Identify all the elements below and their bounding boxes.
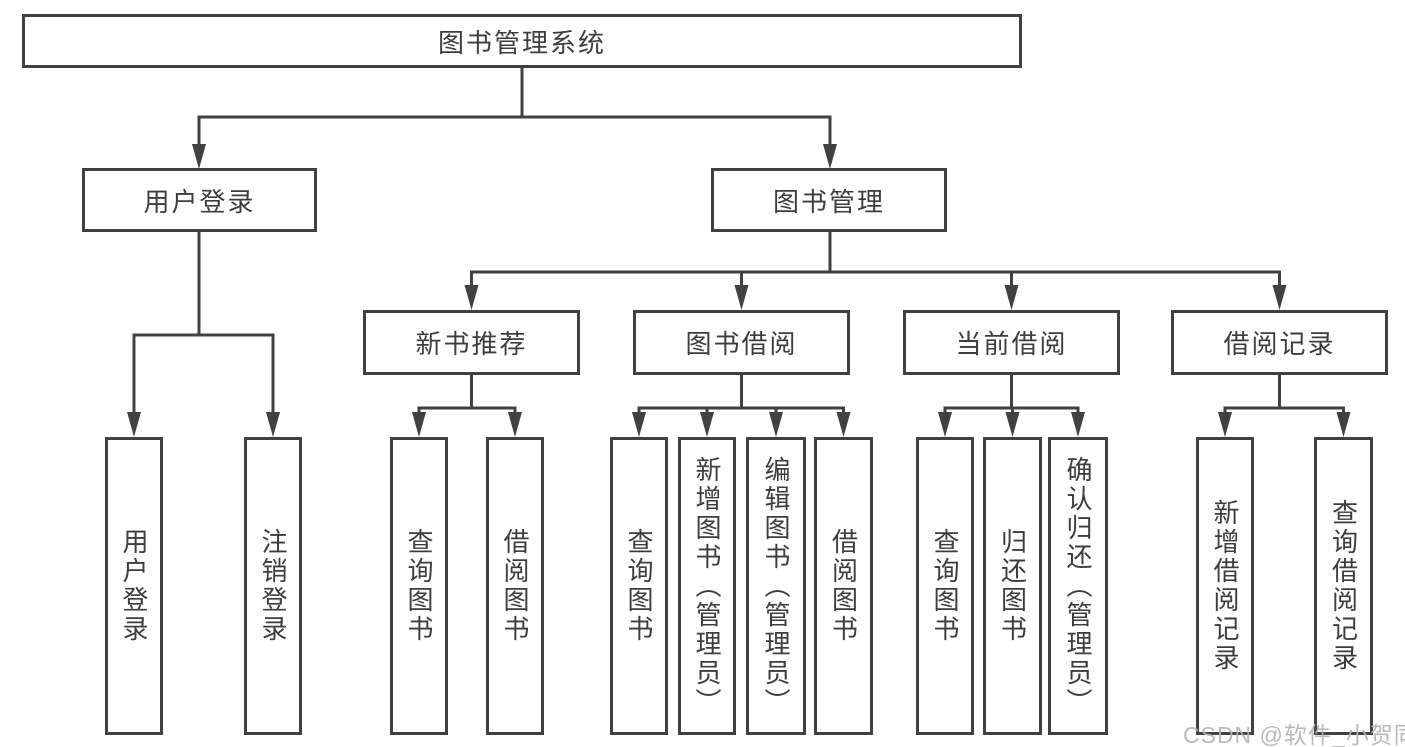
- arrowhead: [938, 412, 952, 437]
- arrowhead: [508, 412, 522, 437]
- leaf-borrow-books-recommend: 借阅图书: [486, 437, 544, 735]
- node-borrowing-records: 借阅记录: [1171, 310, 1388, 375]
- arrowhead: [632, 412, 646, 437]
- node-label: 借阅图书: [828, 528, 859, 644]
- node-library-management-system: 图书管理系统: [22, 14, 1022, 68]
- node-label: 图书借阅: [685, 329, 798, 359]
- node-label: 查询图书: [930, 528, 960, 644]
- node-label: 图书管理系统: [437, 27, 606, 58]
- arrowhead: [1004, 285, 1019, 310]
- node-label: 当前借阅: [955, 329, 1068, 359]
- arrowhead: [700, 412, 714, 437]
- arrowhead: [192, 144, 206, 169]
- arrowhead: [734, 285, 749, 310]
- node-label: 编辑图书（管理员）: [761, 455, 791, 717]
- node-label: 查询借阅记录: [1328, 499, 1359, 673]
- node-label: 新增图书（管理员）: [692, 455, 722, 717]
- leaf-query-borrow-record: 查询借阅记录: [1314, 437, 1373, 735]
- node-label: 确认归还（管理员）: [1063, 455, 1093, 717]
- leaf-query-books-borrowing: 查询图书: [610, 437, 668, 735]
- leaf-edit-book-admin: 编辑图书（管理员）: [746, 437, 806, 735]
- arrowhead: [836, 412, 851, 437]
- arrowhead: [823, 144, 837, 169]
- leaf-confirm-return-admin: 确认归还（管理员）: [1048, 437, 1108, 735]
- arrowhead: [769, 412, 783, 437]
- node-label: 新书推荐: [415, 329, 528, 359]
- arrowhead: [412, 412, 426, 437]
- arrowhead: [1005, 412, 1020, 437]
- leaf-return-books: 归还图书: [983, 437, 1042, 735]
- node-label: 归还图书: [997, 528, 1028, 644]
- arrowhead: [1272, 285, 1287, 310]
- arrowhead: [1071, 412, 1085, 437]
- arrowhead: [266, 412, 280, 437]
- node-label: 用户登录: [143, 186, 256, 217]
- leaf-user-login: 用户登录: [105, 437, 163, 735]
- node-label: 新增借阅记录: [1210, 499, 1240, 673]
- node-current-borrowing: 当前借阅: [903, 310, 1120, 375]
- arrowhead: [464, 285, 479, 310]
- node-new-book-recommendation: 新书推荐: [363, 310, 580, 375]
- leaf-query-books-recommend: 查询图书: [390, 437, 448, 735]
- node-user-login: 用户登录: [82, 168, 317, 232]
- node-label: 图书管理: [772, 186, 885, 217]
- leaf-logout: 注销登录: [244, 437, 302, 735]
- arrowhead: [127, 412, 141, 437]
- leaf-borrow-books-2: 借阅图书: [814, 437, 873, 735]
- leaf-add-borrow-record: 新增借阅记录: [1196, 437, 1254, 735]
- node-label: 查询图书: [624, 528, 654, 644]
- node-label: 注销登录: [258, 528, 288, 644]
- node-label: 查询图书: [404, 528, 434, 644]
- watermark: CSDN @软件_小贺同学: [1183, 722, 1405, 747]
- node-book-borrowing: 图书借阅: [633, 310, 850, 375]
- node-label: 用户登录: [119, 528, 149, 644]
- arrowhead: [1218, 412, 1232, 437]
- node-book-management: 图书管理: [711, 168, 947, 232]
- leaf-add-book-admin: 新增图书（管理员）: [678, 437, 736, 735]
- leaf-query-books-current: 查询图书: [916, 437, 974, 735]
- node-label: 借阅图书: [500, 528, 530, 644]
- arrowhead: [1336, 412, 1351, 437]
- node-label: 借阅记录: [1223, 329, 1336, 359]
